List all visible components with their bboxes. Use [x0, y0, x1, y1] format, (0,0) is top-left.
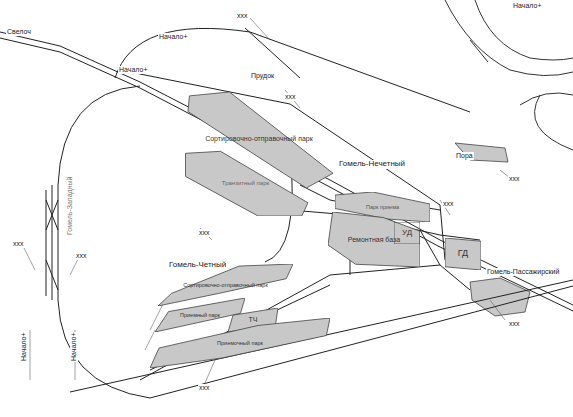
- map-label: Гомель-Нечетный: [338, 160, 406, 169]
- map-label: Начало+: [118, 66, 148, 74]
- yard-area: УД: [394, 222, 420, 244]
- map-label: xxx: [508, 320, 521, 328]
- map-label: xxx: [508, 175, 521, 183]
- map-label: xxx: [442, 200, 455, 208]
- map-label: Начало+: [20, 332, 28, 362]
- yard-name: Сортировочно-отправочный парк: [205, 135, 313, 143]
- map-label: Начало+: [70, 332, 78, 362]
- map-label: Прудок: [250, 72, 275, 80]
- yard-area: Приемочный парк: [150, 318, 330, 368]
- yard-area: Ремонтная база: [328, 212, 420, 267]
- map-label: Пора: [455, 152, 474, 160]
- map-label: Начало+: [512, 2, 542, 10]
- map-label: Гомель-Пассажирский: [486, 268, 560, 276]
- map-label: Свелоч: [6, 28, 32, 36]
- yard-name: Ремонтная база: [348, 236, 400, 244]
- yard-name: УД: [402, 229, 412, 238]
- map-label: xxx: [236, 12, 249, 20]
- map-label: xxx: [75, 252, 88, 260]
- map-label: Гомель-Четный: [168, 261, 227, 270]
- yard-area: Сортировочно-отправочный парк: [158, 264, 293, 306]
- map-label: Начало+: [158, 33, 188, 41]
- yard-name: ТЧ: [249, 316, 258, 324]
- yard-name: Приемочный парк: [217, 340, 263, 346]
- station-yard: [470, 278, 530, 316]
- park-strip: [455, 143, 508, 162]
- yard-area: Транзитный парк: [183, 150, 308, 216]
- map-label: xxx: [12, 240, 25, 248]
- map-label: xxx: [284, 93, 297, 101]
- map-label: xxx: [198, 384, 211, 392]
- yard-name: Приемный парк: [180, 312, 220, 318]
- yard-name: ГД: [458, 249, 468, 259]
- yard-name: Транзитный парк: [222, 180, 269, 187]
- yard-name: Сортировочно-отправочный парк: [183, 282, 268, 288]
- map-label: xxx: [198, 229, 211, 237]
- yard-name: Парк приема: [366, 204, 399, 210]
- yard-area: ГД: [445, 238, 481, 270]
- map-label: Гомель-Западный: [66, 176, 74, 236]
